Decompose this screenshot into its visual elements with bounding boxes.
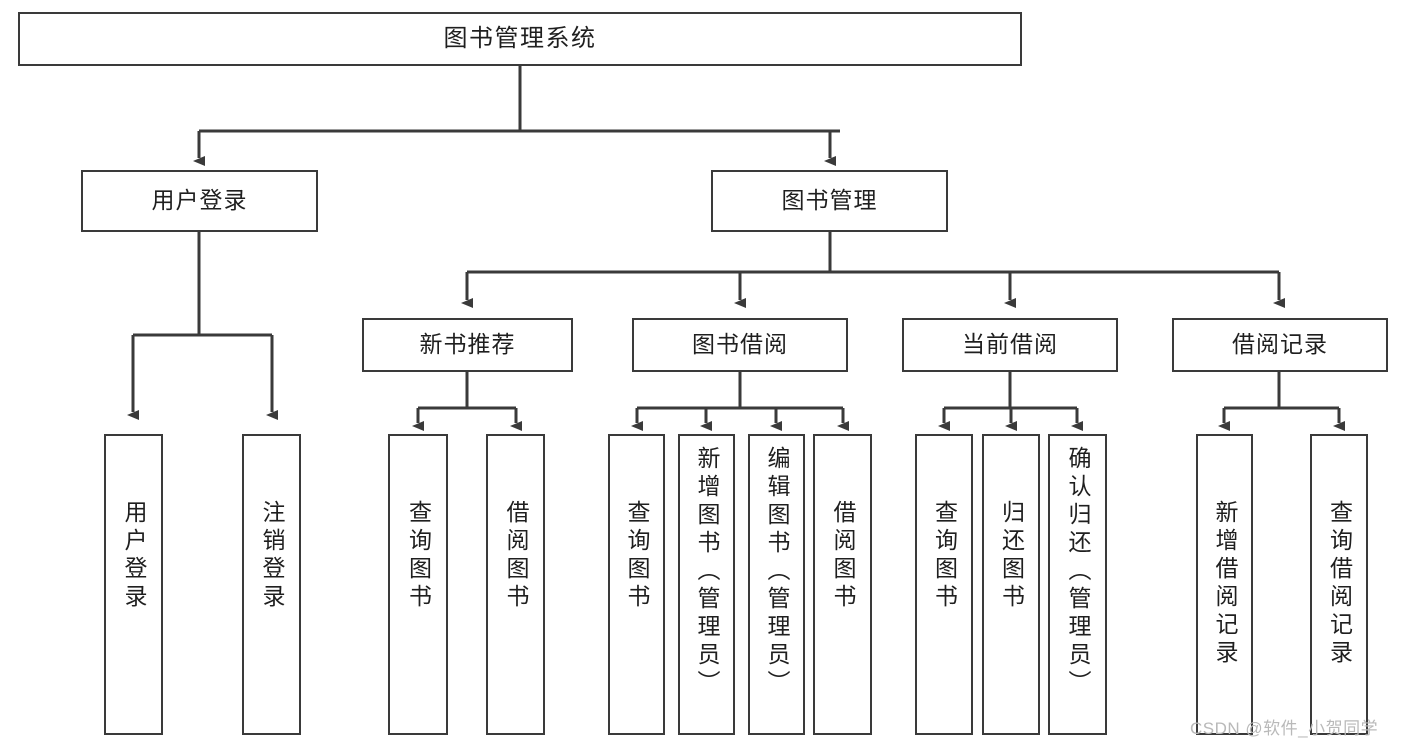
leaf-add-record[interactable]: 新增借阅记录 (1196, 434, 1253, 735)
node-label: 图书管理 (781, 187, 878, 214)
leaf-query-record[interactable]: 查询借阅记录 (1310, 434, 1368, 735)
node-borrow-record[interactable]: 借阅记录 (1172, 318, 1388, 372)
node-label: 新增图书（管理员） (694, 446, 720, 698)
leaf-borrow-book-1[interactable]: 借阅图书 (486, 434, 545, 735)
node-book-borrow[interactable]: 图书借阅 (632, 318, 848, 372)
node-book-manage[interactable]: 图书管理 (711, 170, 948, 232)
node-current-borrow[interactable]: 当前借阅 (902, 318, 1118, 372)
node-label: 归还图书 (998, 500, 1025, 612)
leaf-query-book-2[interactable]: 查询图书 (608, 434, 665, 735)
node-new-book-rec[interactable]: 新书推荐 (362, 318, 573, 372)
leaf-return-book[interactable]: 归还图书 (982, 434, 1040, 735)
node-label: 新书推荐 (419, 331, 516, 358)
node-user-login[interactable]: 用户登录 (81, 170, 318, 232)
node-label: 查询图书 (405, 500, 432, 612)
leaf-query-book-1[interactable]: 查询图书 (388, 434, 448, 735)
leaf-user-login[interactable]: 用户登录 (104, 434, 163, 735)
node-label: 借阅图书 (503, 500, 529, 612)
node-root[interactable]: 图书管理系统 (18, 12, 1022, 66)
leaf-add-book[interactable]: 新增图书（管理员） (678, 434, 735, 735)
leaf-user-logout[interactable]: 注销登录 (242, 434, 301, 735)
csdn-watermark: CSDN @软件_小贺同学 (1190, 719, 1379, 738)
leaf-confirm-return[interactable]: 确认归还（管理员） (1048, 434, 1107, 735)
node-label: 借阅记录 (1232, 331, 1328, 358)
node-label: 图书借阅 (692, 331, 788, 358)
node-label: 确认归还（管理员） (1065, 446, 1091, 698)
node-label: 注销登录 (259, 500, 285, 612)
node-label: 查询借阅记录 (1326, 500, 1353, 668)
node-label: 借阅图书 (830, 500, 856, 612)
node-label: 新增借阅记录 (1212, 500, 1238, 668)
node-label: 编辑图书（管理员） (764, 446, 790, 698)
leaf-query-book-3[interactable]: 查询图书 (915, 434, 973, 735)
leaf-borrow-book-2[interactable]: 借阅图书 (813, 434, 872, 735)
node-label: 图书管理系统 (443, 24, 597, 52)
node-label: 查询图书 (624, 500, 650, 612)
node-label: 查询图书 (931, 500, 958, 612)
node-label: 用户登录 (121, 500, 147, 612)
node-label: 用户登录 (151, 187, 248, 214)
node-label: 当前借阅 (962, 331, 1058, 358)
leaf-edit-book[interactable]: 编辑图书（管理员） (748, 434, 805, 735)
